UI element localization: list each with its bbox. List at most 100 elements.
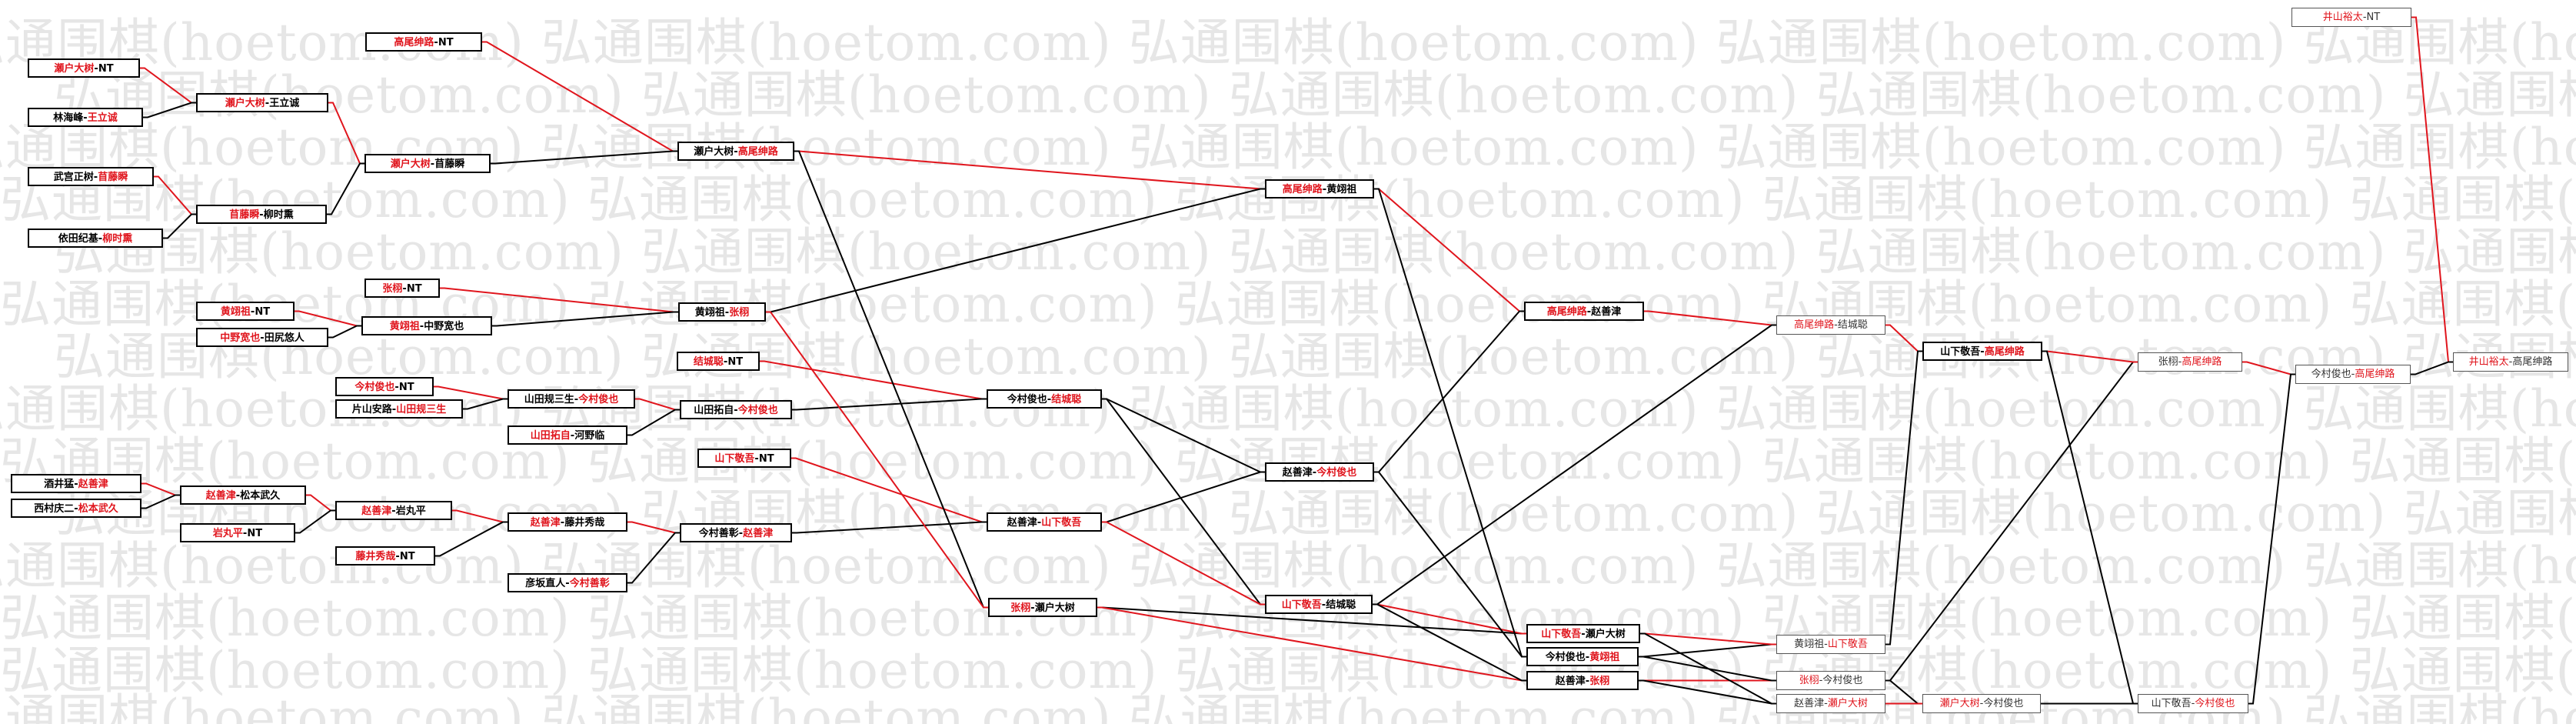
player-b: NT [255, 306, 271, 318]
player-b: 今村俊也 [1822, 675, 1863, 686]
bracket-line [491, 150, 677, 165]
bracket-line [306, 494, 335, 512]
separator: - [2191, 698, 2195, 709]
match-node: 黄翊祖-中野宽也 [361, 316, 492, 335]
bracket-line [141, 494, 180, 509]
bracket-line [163, 213, 196, 239]
player-b: 田尻悠人 [264, 332, 305, 344]
separator: - [1047, 394, 1052, 405]
player-a: 林海峰 [53, 112, 84, 124]
match-node: 高尾绅路-结城聪 [1776, 315, 1885, 335]
player-b: 河野临 [574, 430, 605, 442]
separator: - [734, 146, 738, 158]
match-node: 张栩-瀬户大树 [988, 598, 1097, 617]
separator: - [74, 479, 78, 490]
player-b: NT [2366, 12, 2381, 23]
player-b: 苜藤瞬 [434, 158, 465, 170]
bracket-line [2042, 350, 2138, 705]
separator: - [419, 321, 424, 332]
player-a: 高尾绅路 [394, 37, 434, 48]
bracket-line [295, 310, 361, 327]
player-b: 中野宽也 [424, 321, 464, 332]
bracket-line [1885, 361, 2138, 682]
separator: - [1819, 675, 1823, 686]
separator: - [93, 172, 98, 183]
separator: - [1581, 629, 1586, 640]
match-node: 藤井秀哉-NT [335, 546, 435, 566]
player-b: 今村俊也 [578, 394, 619, 405]
player-a: 赵善津 [205, 490, 236, 502]
player-a: 今村俊也 [2311, 369, 2351, 380]
bracket-line [1374, 188, 1526, 658]
separator: - [738, 528, 744, 539]
separator: - [98, 233, 103, 245]
player-b: 山下敬吾 [1041, 517, 1082, 529]
player-b: 柳时熏 [263, 209, 294, 221]
bracket-line [327, 162, 364, 215]
bracket-line [1102, 398, 1265, 473]
match-node: 今村善彰-赵善津 [680, 523, 792, 542]
player-a: 今村俊也 [354, 382, 395, 393]
player-a: 赵善津 [1794, 698, 1825, 709]
player-a: 彦坂直人 [525, 578, 566, 589]
player-b: NT [406, 283, 422, 295]
separator: - [734, 405, 738, 416]
match-node: 赵善津-今村俊也 [1265, 462, 1374, 482]
player-a: 张栩 [382, 283, 403, 295]
separator: - [754, 453, 759, 465]
separator: - [1980, 346, 1985, 358]
player-b: 赵善津 [743, 528, 774, 539]
bracket-line [492, 311, 678, 327]
separator: - [1824, 698, 1828, 709]
player-a: 瀬户大树 [390, 158, 431, 170]
player-a: 武宫正树 [53, 172, 94, 183]
separator: - [1979, 698, 1984, 709]
player-b: 山田规三生 [396, 404, 447, 415]
player-b: 赵善津 [1591, 306, 1622, 318]
player-b: 黄翊祖 [1589, 652, 1620, 663]
player-a: 黄翊祖 [694, 307, 725, 319]
bracket-line [141, 482, 180, 496]
player-b: 结城聪 [1837, 319, 1868, 331]
match-node: 山下敬吾-今村俊也 [2138, 694, 2248, 713]
separator: - [2508, 356, 2513, 368]
separator: - [565, 578, 570, 589]
bracket-line [328, 325, 361, 339]
match-node: 彦坂直人-今村善彰 [508, 573, 627, 592]
watermark-text: 弘通围棋(hoetom.com) 弘通围棋(hoetom.com) 弘通围棋(h… [0, 536, 2576, 596]
player-b: 今村俊也 [1983, 698, 2024, 709]
bracket-line [2411, 16, 2453, 363]
match-node: 武宫正树-苜藤瞬 [28, 167, 154, 186]
match-node: 瀬户大树-高尾绅路 [677, 142, 794, 161]
player-a: 藤井秀哉 [355, 551, 396, 562]
separator: - [434, 37, 438, 48]
player-a: 今村俊也 [1545, 652, 1586, 663]
bracket-line [328, 102, 364, 165]
bracket-line [627, 521, 680, 534]
player-b: 瀬户大树 [1034, 602, 1075, 614]
separator: - [250, 306, 255, 318]
match-node: 赵善津-山下敬吾 [987, 512, 1102, 532]
match-node: 高尾绅路-赵善津 [1524, 302, 1644, 321]
player-a: 今村俊也 [1007, 394, 1047, 405]
watermark-text: 弘通围棋(hoetom.com) 弘通围棋(hoetom.com) 弘通围棋(h… [54, 484, 2576, 543]
separator: - [723, 356, 728, 368]
bracket-line [1373, 324, 1776, 606]
player-b: 结城聪 [1326, 599, 1356, 611]
match-node: 瀬户大树-苜藤瞬 [364, 154, 491, 173]
bracket-line [154, 175, 196, 215]
separator: - [83, 112, 88, 124]
bracket-line [792, 521, 987, 534]
match-node: 张栩-今村俊也 [1776, 671, 1885, 690]
bracket-line [1102, 521, 1265, 606]
match-node: 赵善津-藤井秀哉 [508, 512, 627, 532]
bracket-line [463, 398, 508, 410]
player-b: 今村俊也 [2195, 698, 2235, 709]
player-b: 今村俊也 [737, 405, 778, 416]
bracket-line [482, 41, 677, 152]
player-a: 黄翊祖 [220, 306, 251, 318]
player-b: 王立诚 [269, 98, 300, 109]
player-a: 依田纪基 [58, 233, 98, 245]
player-a: 结城聪 [693, 356, 724, 368]
separator: - [574, 394, 579, 405]
